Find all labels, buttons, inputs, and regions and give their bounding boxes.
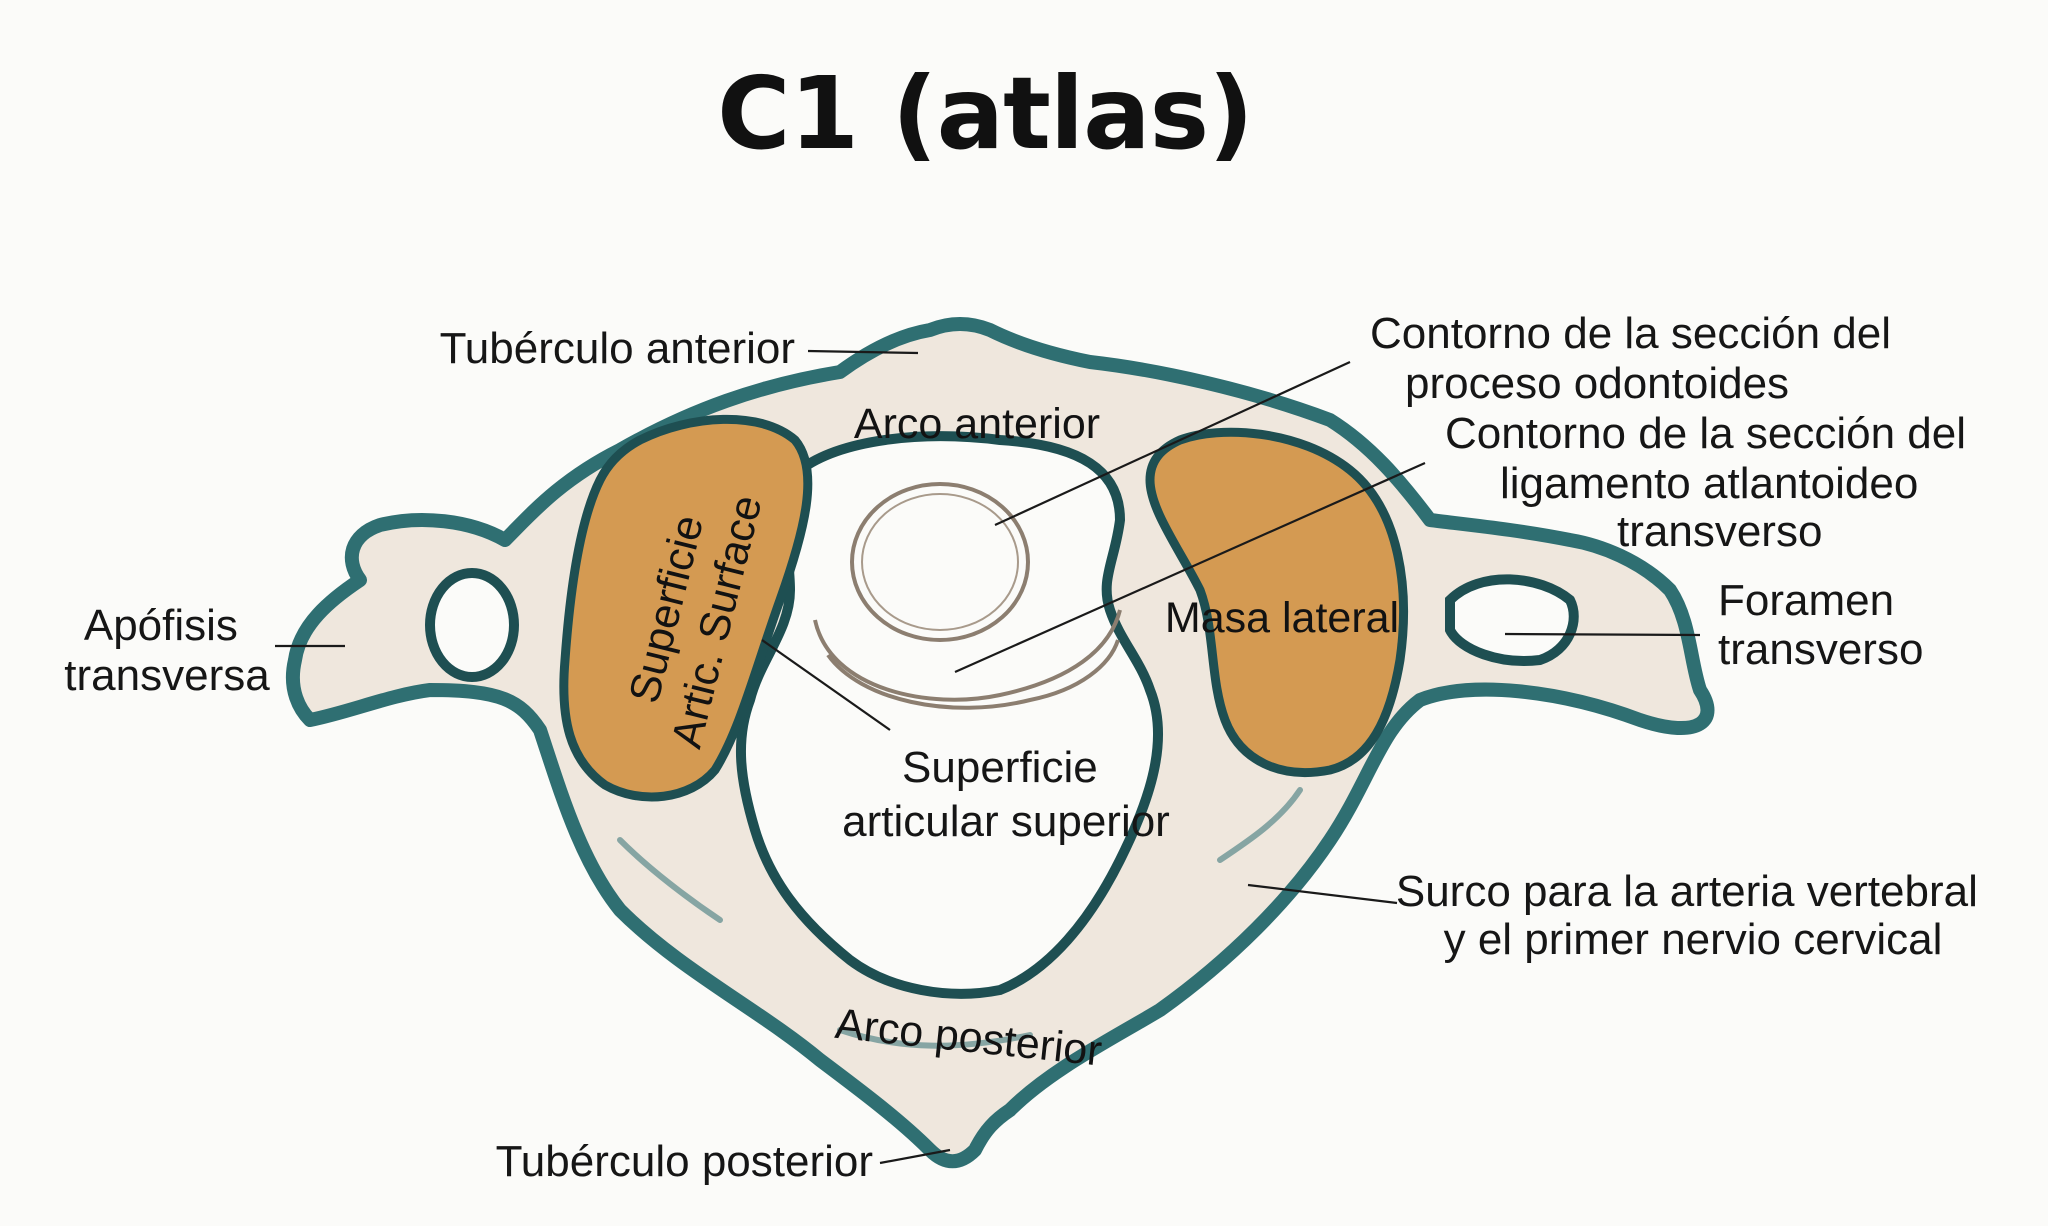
transverse-ligament-outline-lower: [826, 639, 1120, 710]
left-transverse-foramen: [425, 568, 519, 682]
leader-surco: [1247, 883, 1398, 905]
right-sulcus-shading: [1217, 787, 1303, 863]
leader-contorno-ligamento: [954, 461, 1426, 674]
transverse-ligament-outline: [813, 609, 1122, 702]
label-superficie-articular-line1: Superficie: [902, 743, 1098, 792]
left-articular-facet: [559, 414, 813, 802]
label-tuberculo-anterior: Tubérculo anterior: [440, 324, 795, 373]
leader-foramen: [1504, 632, 1701, 637]
posterior-arch-shading: [837, 1027, 1033, 1049]
label-contorno-odontoides: Contorno de la sección del proceso odont…: [1370, 309, 1903, 408]
label-surco-arteria: Surco para la arteria vertebral y el pri…: [1396, 867, 1990, 964]
diagram-labels: Tubérculo anterior Arco anterior Contorn…: [64, 309, 1990, 1186]
label-superficie-articular-line2: articular superior: [842, 797, 1170, 846]
label-apofisis-line2: transversa: [64, 651, 270, 700]
label-tuberculo-posterior: Tubérculo posterior: [496, 1137, 873, 1186]
label-foramen-transverso: Foramen transverso: [1718, 576, 1923, 674]
label-contorno-ligamento-line1: Contorno de la sección del: [1445, 409, 1966, 458]
leader-superficie-articular: [761, 639, 891, 731]
label-contorno-ligamento-line2: ligamento atlantoideo: [1500, 459, 1918, 508]
label-surco-line2: y el primer nervio cervical: [1444, 915, 1943, 964]
label-apofisis-transversa: Apófisis transversa: [64, 601, 270, 700]
leader-tuberculo-posterior: [879, 1148, 951, 1165]
diagram-title: C1 (atlas): [717, 55, 1253, 172]
left-sulcus-shading: [617, 837, 723, 923]
leader-contorno-odontoides: [994, 361, 1351, 526]
leader-tuberculo-anterior: [807, 349, 919, 355]
label-surco-line1: Surco para la arteria vertebral: [1396, 867, 1978, 916]
label-apofisis-line1: Apófisis: [84, 601, 238, 650]
leader-lines: [275, 349, 1701, 1165]
label-masa-lateral: Masa lateral: [1165, 594, 1399, 642]
atlas-vertebra-illustration: [285, 317, 1715, 1169]
label-foramen-line1: Foramen: [1718, 576, 1894, 625]
label-arco-anterior: Arco anterior: [854, 400, 1100, 448]
label-foramen-line2: transverso: [1718, 625, 1923, 674]
right-transverse-foramen: [1445, 574, 1579, 666]
label-contorno-odontoides-line2: proceso odontoides: [1405, 359, 1789, 408]
label-contorno-ligamento: Contorno de la sección del ligamento atl…: [1445, 409, 1978, 556]
odontoid-section-outline-inner: [861, 493, 1019, 631]
label-superficie-articular-superior: Superficie articular superior: [842, 743, 1170, 846]
right-articular-facet: [1145, 427, 1408, 778]
label-contorno-ligamento-line3: transverso: [1617, 507, 1822, 556]
label-contorno-odontoides-line1: Contorno de la sección del: [1370, 309, 1891, 358]
odontoid-section-outline: [850, 482, 1030, 642]
